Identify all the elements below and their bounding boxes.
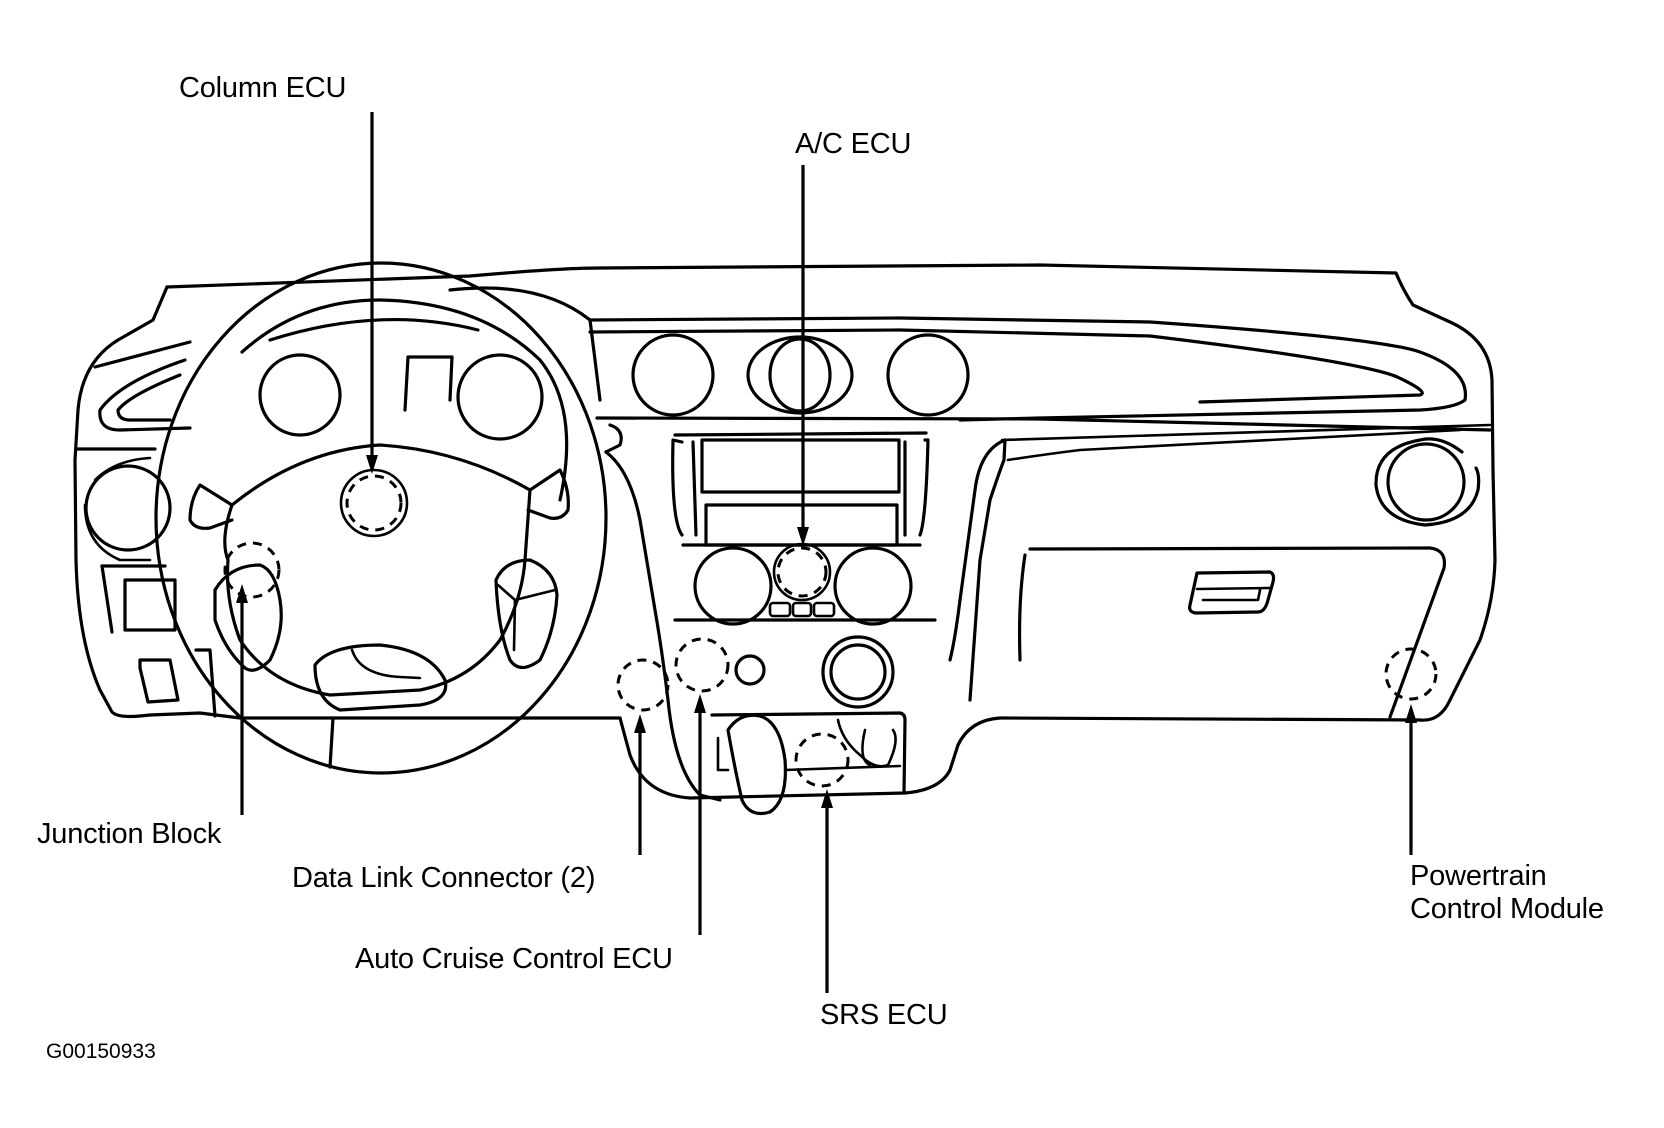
- data-link-connector-arrowhead: [634, 714, 646, 733]
- powertrain-control-module-marker[interactable]: [1384, 647, 1438, 701]
- radio-frame-top: [673, 431, 928, 437]
- dashboard-outline: [73, 263, 1497, 816]
- hvac-button-2: [791, 601, 813, 618]
- center-stack-left-curve: [604, 450, 722, 802]
- right-switch-pad: [494, 558, 559, 670]
- powertrain-control-module-arrowhead: [1405, 704, 1417, 723]
- srs-ecu-arrowhead: [821, 789, 833, 808]
- dash-right-lower-line2: [1006, 428, 1462, 462]
- instrument-hood-inner: [268, 318, 480, 342]
- label-auto-cruise-control-ecu: Auto Cruise Control ECU: [355, 943, 673, 975]
- column-ecu-arrowhead: [366, 455, 378, 474]
- radio-upper-slot: [700, 438, 901, 494]
- left-lower-panel-side: [100, 564, 114, 634]
- column-ecu-boss: [339, 468, 409, 538]
- left-upper-trim-loop-inner: [116, 373, 182, 422]
- center-stack-left-curve-outer: [604, 423, 623, 454]
- steering-column-base: [328, 716, 335, 769]
- leader-lines: [236, 112, 1417, 993]
- radio-inner-left: [691, 440, 698, 537]
- dash-bottom-left: [148, 711, 622, 720]
- radio-frame: [671, 438, 930, 537]
- left-upper-trim: [93, 340, 192, 369]
- gauge-center-box: [403, 355, 454, 412]
- dash-right-lower-line: [1000, 423, 1492, 442]
- figure-id: G00150933: [46, 1040, 156, 1063]
- shifter-knob-detail: [716, 736, 730, 772]
- hvac-knob-right: [833, 546, 913, 626]
- right-knee-panel: [968, 438, 1007, 702]
- hvac-button-3: [812, 601, 836, 618]
- label-column-ecu: Column ECU: [179, 72, 347, 104]
- instrument-hood: [448, 286, 602, 402]
- hvac-button-1: [768, 601, 792, 618]
- dash-upper-band: [588, 316, 1468, 422]
- center-vent-middle-outer: [746, 335, 854, 415]
- center-vent-left: [631, 333, 715, 417]
- label-srs-ecu: SRS ECU: [820, 999, 948, 1031]
- steering-wheel-rim-outer: [154, 261, 608, 775]
- ac-ecu-arrowhead: [797, 527, 809, 546]
- label-data-link-connector: Data Link Connector (2): [292, 862, 596, 894]
- right-switch-detail: [496, 583, 557, 652]
- steering-wheel-rim-inner: [240, 298, 569, 502]
- lower-outlet-inner: [829, 643, 887, 701]
- junction-block-marker[interactable]: [223, 541, 281, 599]
- label-powertrain-line2: Control Module: [1410, 893, 1604, 925]
- glovebox-handle-inner: [1195, 586, 1272, 602]
- console-tray-cup: [836, 718, 897, 768]
- dash-left-edge: [73, 285, 169, 719]
- gauge-left: [258, 353, 342, 437]
- glovebox: [1028, 546, 1447, 719]
- glovebox-handle: [1188, 570, 1276, 615]
- spoke-bottom-pad: [313, 643, 448, 712]
- spoke-bottom-pad-detail: [350, 648, 422, 680]
- left-vent-arc: [93, 456, 152, 482]
- dash-upper-band-inner: [588, 328, 1424, 404]
- auto-cruise-control-ecu-marker[interactable]: [674, 637, 730, 693]
- auto-cruise-control-ecu-arrowhead: [694, 694, 706, 713]
- component-markers: [223, 468, 1438, 788]
- dash-lower-band: [595, 416, 1492, 432]
- left-upper-trim-loop: [98, 358, 192, 432]
- left-vent-arc2: [83, 503, 152, 562]
- right-vent-inner: [1386, 442, 1466, 522]
- dash-top-edge: [165, 263, 1495, 472]
- spoke-left: [188, 483, 234, 530]
- spoke-right: [526, 468, 570, 520]
- hvac-center-knob: [772, 542, 832, 602]
- left-lower-panel: [100, 564, 177, 632]
- gauge-right: [456, 353, 544, 441]
- glovebox-left: [1017, 553, 1027, 662]
- steering-hub: [223, 443, 532, 697]
- shifter-knob: [726, 713, 788, 816]
- left-switch-pad: [213, 563, 283, 672]
- right-vent-outer: [1374, 437, 1481, 527]
- lower-outlet-outer: [821, 635, 895, 709]
- center-vent-middle-inner: [768, 337, 832, 413]
- label-ac-ecu: A/C ECU: [795, 128, 912, 160]
- label-junction-block: Junction Block: [37, 818, 222, 850]
- small-switch: [734, 654, 766, 686]
- hvac-knob-left: [693, 546, 773, 626]
- center-lower-surround: [618, 716, 1422, 800]
- steering-wheel: [154, 261, 608, 775]
- column-ecu-marker[interactable]: [345, 474, 403, 532]
- junction-block-arrowhead: [236, 584, 248, 603]
- srs-ecu-marker[interactable]: [794, 732, 850, 788]
- center-stack-right-curve: [948, 438, 1007, 662]
- ac-ecu-marker[interactable]: [776, 546, 828, 598]
- left-lower-slot2: [194, 648, 217, 718]
- dash-right-edge: [1418, 468, 1497, 722]
- shifter-panel: [710, 711, 907, 795]
- label-powertrain-line1: Powertrain: [1410, 860, 1547, 892]
- center-vent-right: [886, 333, 970, 417]
- left-lower-slot: [138, 658, 180, 704]
- data-link-connector-marker[interactable]: [616, 658, 670, 712]
